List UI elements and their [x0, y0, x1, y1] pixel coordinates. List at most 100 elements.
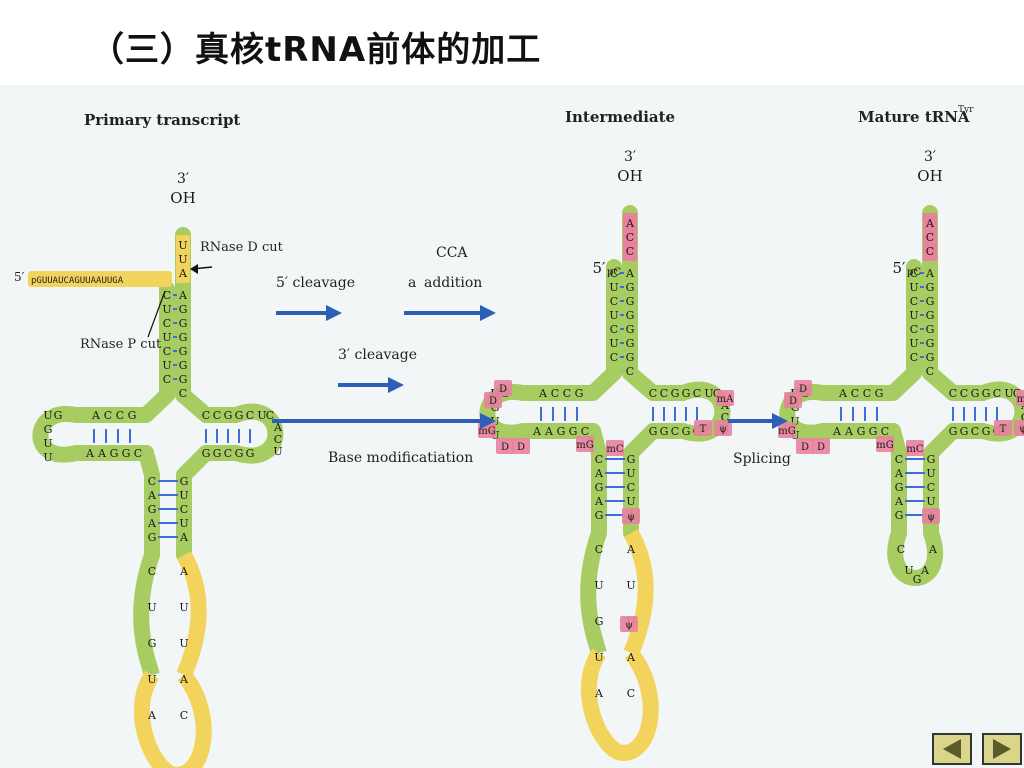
t-stem-nucleotide: G: [682, 387, 691, 400]
intron-nucleotide: G: [595, 615, 604, 628]
trailer-highlight: [176, 235, 190, 283]
next-arrow-icon: [993, 739, 1011, 759]
d-stem-nucleotide: A: [532, 425, 542, 438]
modified-base: D: [499, 384, 507, 395]
anticodon-5-nucleotide: A: [147, 489, 157, 502]
five-prime-label: 5′: [593, 259, 607, 277]
d-stem-nucleotide: A: [838, 387, 848, 400]
oh-label: OH: [170, 189, 195, 207]
modified-base: mA: [717, 394, 734, 405]
cca-nucleotide: C: [626, 245, 634, 258]
d-loop-nucleotide: U: [43, 451, 52, 464]
anticodon-3-nucleotide: U: [179, 517, 188, 530]
modified-base-highlight: [1014, 420, 1024, 436]
next-slide-button[interactable]: [982, 733, 1022, 765]
anticodon-5-nucleotide: C: [895, 453, 903, 466]
t-loop-nucleotide: U: [273, 445, 282, 458]
cca-tail-highlight: [623, 213, 637, 261]
modified-base-highlight: [922, 508, 940, 524]
t-stem-nucleotide: C: [213, 409, 221, 422]
acceptor-5-nucleotide: C: [163, 289, 171, 302]
rnase-d-label: RNase D cut: [200, 240, 284, 255]
leader-5prime-label: 5′: [14, 270, 25, 284]
modified-base-highlight: [576, 436, 594, 452]
anticodon-loop-band: [887, 530, 944, 586]
modified-base-highlight: [1016, 390, 1024, 406]
d-loop-band: [32, 405, 78, 463]
anticodon-3-nucleotide: U: [926, 495, 935, 508]
intron-nucleotide: U: [594, 651, 603, 664]
modified-base: mA: [1017, 394, 1024, 405]
modified-base-highlight: [716, 390, 734, 406]
d-loop-nucleotide: G: [54, 409, 63, 422]
anticodon-3-nucleotide: U: [179, 489, 188, 502]
anticodon-loop-band: [133, 552, 160, 678]
modified-base: D: [517, 442, 525, 453]
t-loop-nucleotide: U: [1004, 387, 1013, 400]
acceptor-5-nucleotide: U: [609, 309, 618, 322]
intron-nucleotide: A: [179, 565, 189, 578]
d-stem-nucleotide: C: [551, 387, 559, 400]
modified-base-highlight: [876, 436, 894, 452]
trailer-nucleotide: U: [178, 253, 187, 266]
acceptor-5-nucleotide: U: [162, 359, 171, 372]
oh-label: OH: [617, 167, 642, 185]
t-loop-band: [233, 403, 284, 464]
modified-base: mC: [906, 444, 923, 455]
acceptor-5-nucleotide: C: [910, 267, 918, 280]
anticodon-stem-band: [585, 423, 607, 541]
d-stem-nucleotide: G: [869, 425, 878, 438]
intron-nucleotide: C: [595, 543, 603, 556]
t-loop-nucleotide: C: [274, 433, 282, 446]
cca-tail-highlight: [923, 213, 937, 261]
acceptor-3-nucleotide: G: [926, 337, 935, 350]
modified-base: ψ: [625, 620, 633, 631]
t-stem-nucleotide: C: [649, 387, 657, 400]
page-title: （三）真核tRNA前体的加工: [90, 30, 542, 70]
d-stem-nucleotide: C: [581, 425, 589, 438]
d-stem-nucleotide: A: [844, 425, 854, 438]
three-prime-label: 3′: [924, 149, 936, 165]
d-stem-nucleotide: G: [857, 425, 866, 438]
acceptor-5-nucleotide: U: [162, 331, 171, 344]
d-stem-nucleotide: G: [557, 425, 566, 438]
intron-band: [623, 529, 654, 657]
d-stem-nucleotide: G: [110, 447, 119, 460]
base-mod-label: Base modificatiation: [328, 450, 473, 466]
intron-nucleotide: U: [594, 579, 603, 592]
modified-base: ψ: [627, 512, 635, 523]
trailer-nucleotide: A: [178, 267, 188, 280]
five-prime-cap: pC: [907, 267, 921, 278]
five-prime-label: 5′: [893, 259, 907, 277]
cca-nucleotide: C: [926, 231, 934, 244]
intron-nucleotide: C: [180, 709, 188, 722]
t-stem-nucleotide: G: [671, 387, 680, 400]
rnase-p-pointer: [147, 290, 166, 338]
addition-prefix: a: [408, 275, 416, 291]
modified-base-highlight: [606, 440, 624, 456]
modified-base-highlight: [796, 438, 814, 454]
acceptor-3-nucleotide: C: [179, 387, 187, 400]
prev-slide-button[interactable]: [932, 733, 972, 765]
acceptor-3-nucleotide: G: [626, 323, 635, 336]
acceptor-3-nucleotide: G: [626, 295, 635, 308]
acceptor-3-nucleotide: G: [926, 281, 935, 294]
t-stem-nucleotide: G: [971, 387, 980, 400]
intron-nucleotide: U: [147, 601, 156, 614]
cca-nucleotide: C: [626, 231, 634, 244]
acceptor-5-nucleotide: C: [610, 267, 618, 280]
t-stem-nucleotide: C: [224, 447, 232, 460]
anticodon-5-nucleotide: A: [594, 467, 604, 480]
modified-base-highlight: [512, 438, 530, 454]
cca-arrowhead: [480, 305, 496, 321]
rnase-p-label: RNase P cut: [80, 337, 162, 352]
intron-nucleotide: U: [626, 579, 635, 592]
acceptor-3-nucleotide: G: [626, 337, 635, 350]
splicing-label: Splicing: [733, 451, 791, 467]
three-prime-label: 3′: [624, 149, 636, 165]
modified-base-highlight: [622, 508, 640, 524]
t-stem-nucleotide: C: [971, 425, 979, 438]
t-stem-nucleotide: G: [960, 425, 969, 438]
acceptor-5-nucleotide: C: [910, 323, 918, 336]
t-stem-nucleotide: G: [949, 425, 958, 438]
